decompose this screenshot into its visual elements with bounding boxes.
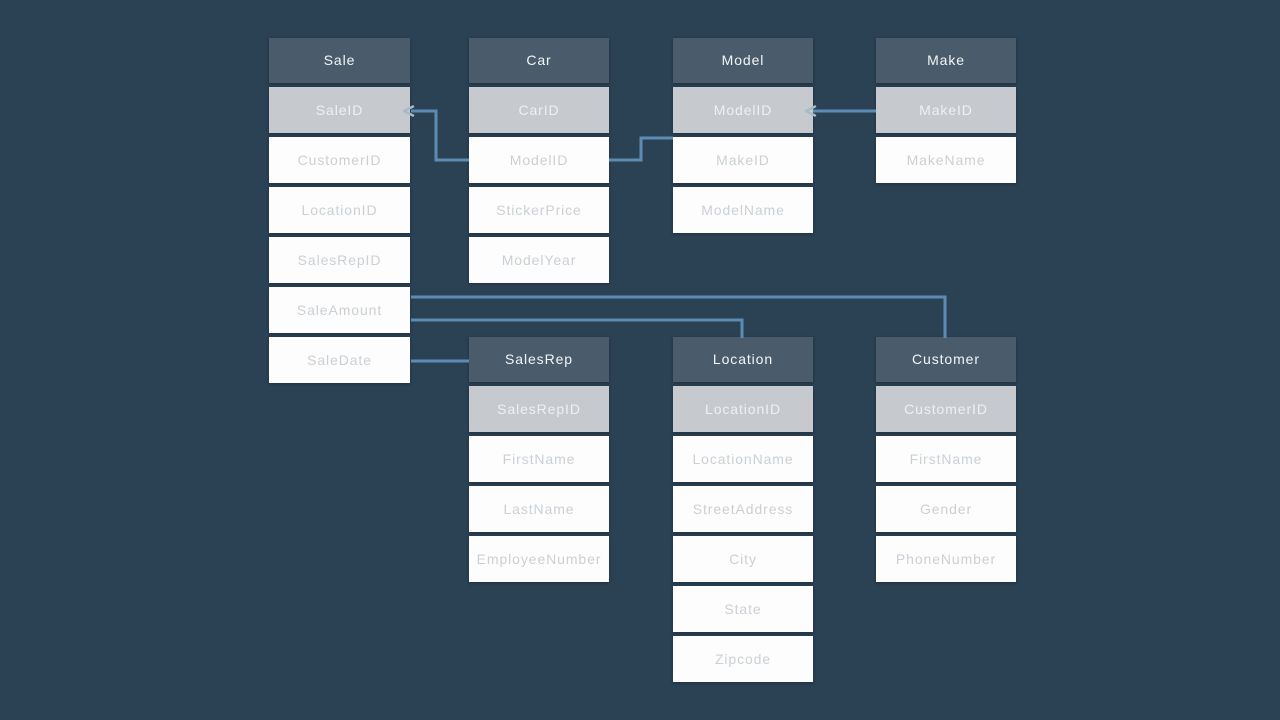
field-customer-firstname: FirstName [876, 436, 1016, 482]
field-car-stickerprice: StickerPrice [469, 187, 609, 233]
connector-sale-saleid-to-car-modelid [411, 109, 469, 162]
table-make-title: Make [876, 38, 1016, 83]
table-location-title: Location [673, 337, 813, 382]
field-sale-locationid: LocationID [269, 187, 410, 233]
table-salesrep-title: SalesRep [469, 337, 609, 382]
field-location-state: State [673, 586, 813, 632]
field-sale-customerid: CustomerID [269, 137, 410, 183]
table-car-title: Car [469, 38, 609, 83]
field-sale-saledate: SaleDate [269, 337, 410, 383]
table-customer-title: Customer [876, 337, 1016, 382]
field-location-city: City [673, 536, 813, 582]
table-model-title: Model [673, 38, 813, 83]
field-sale-saleamount: SaleAmount [269, 287, 410, 333]
field-car-modelid: ModelID [469, 137, 609, 183]
connector-sale-to-location [411, 318, 744, 338]
pk-field-car-carid: CarID [469, 87, 609, 133]
field-make-makename: MakeName [876, 137, 1016, 183]
field-salesrep-employeenumber: EmployeeNumber [469, 536, 609, 582]
pk-field-salesrep-salesrepid: SalesRepID [469, 386, 609, 432]
pk-field-location-locationid: LocationID [673, 386, 813, 432]
pk-field-customer-customerid: CustomerID [876, 386, 1016, 432]
field-location-zipcode: Zipcode [673, 636, 813, 682]
field-model-makeid: MakeID [673, 137, 813, 183]
field-location-streetaddress: StreetAddress [673, 486, 813, 532]
field-car-modelyear: ModelYear [469, 237, 609, 283]
pk-field-sale-saleid: SaleID [269, 87, 410, 133]
pk-field-make-makeid: MakeID [876, 87, 1016, 133]
connector-sale-to-customer [411, 295, 947, 338]
field-model-modelname: ModelName [673, 187, 813, 233]
field-location-locationname: LocationName [673, 436, 813, 482]
pk-field-model-modelid: ModelID [673, 87, 813, 133]
table-sale-title: Sale [269, 38, 410, 83]
field-sale-salesrepid: SalesRepID [269, 237, 410, 283]
field-customer-phonenumber: PhoneNumber [876, 536, 1016, 582]
field-salesrep-firstname: FirstName [469, 436, 609, 482]
field-salesrep-lastname: LastName [469, 486, 609, 532]
field-customer-gender: Gender [876, 486, 1016, 532]
connector-car-modelid-to-model [609, 136, 673, 162]
